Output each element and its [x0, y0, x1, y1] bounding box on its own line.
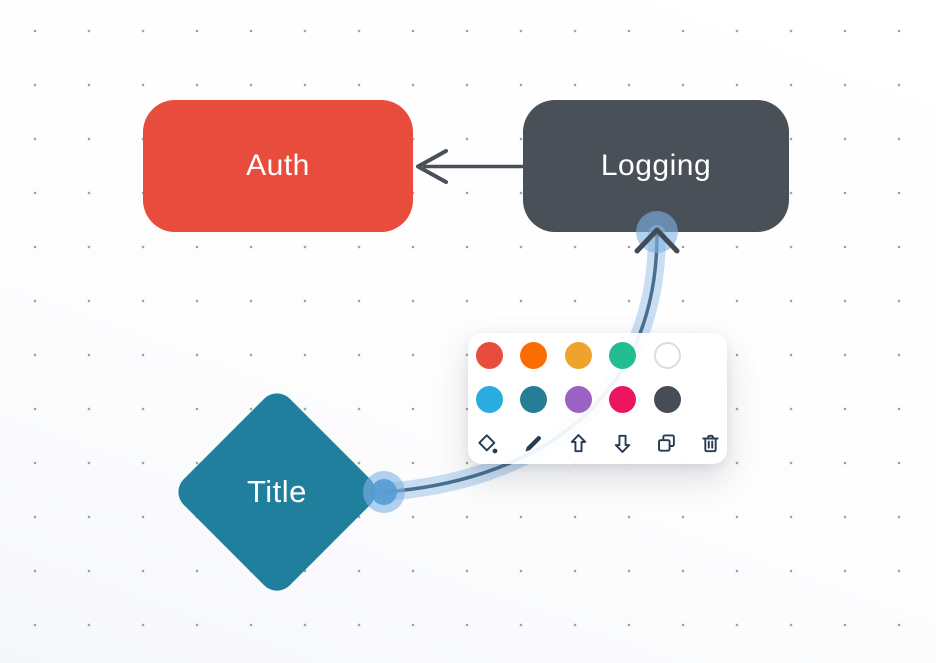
node-auth[interactable]: Auth — [143, 100, 413, 232]
duplicate-button[interactable] — [652, 429, 680, 457]
swatch-amber[interactable] — [564, 341, 592, 369]
bring-forward-button[interactable] — [564, 429, 592, 457]
fill-color-button[interactable] — [474, 429, 502, 457]
swatch-teal[interactable] — [520, 385, 547, 413]
node-auth-label: Auth — [246, 149, 310, 182]
swatch-white[interactable] — [653, 341, 681, 369]
edge-logging-to-auth[interactable] — [416, 149, 523, 184]
swatch-pink[interactable] — [609, 385, 636, 413]
arrowhead-left-icon — [416, 149, 448, 184]
delete-button[interactable] — [696, 429, 724, 457]
context-toolbar — [468, 333, 727, 464]
node-logging-label: Logging — [600, 149, 712, 182]
duplicate-icon — [657, 433, 675, 452]
node-title-label: Title — [247, 473, 307, 509]
arrowhead-up-icon — [634, 227, 680, 254]
arrow-down-icon — [614, 434, 630, 453]
arrow-up-icon — [570, 433, 586, 452]
edit-pencil-icon — [524, 435, 541, 452]
send-backward-button[interactable] — [608, 429, 636, 457]
fill-color-icon — [478, 433, 498, 453]
node-logging[interactable]: Logging — [523, 100, 789, 232]
node-title[interactable]: Title — [170, 385, 384, 599]
swatch-sky-blue[interactable] — [475, 385, 503, 413]
swatch-purple[interactable] — [564, 385, 592, 413]
trash-icon — [701, 434, 719, 452]
swatch-green[interactable] — [609, 341, 636, 369]
edit-button[interactable] — [519, 429, 547, 457]
swatch-dark-slate[interactable] — [653, 385, 681, 413]
swatch-orange[interactable] — [520, 341, 547, 369]
swatch-red[interactable] — [475, 341, 503, 369]
